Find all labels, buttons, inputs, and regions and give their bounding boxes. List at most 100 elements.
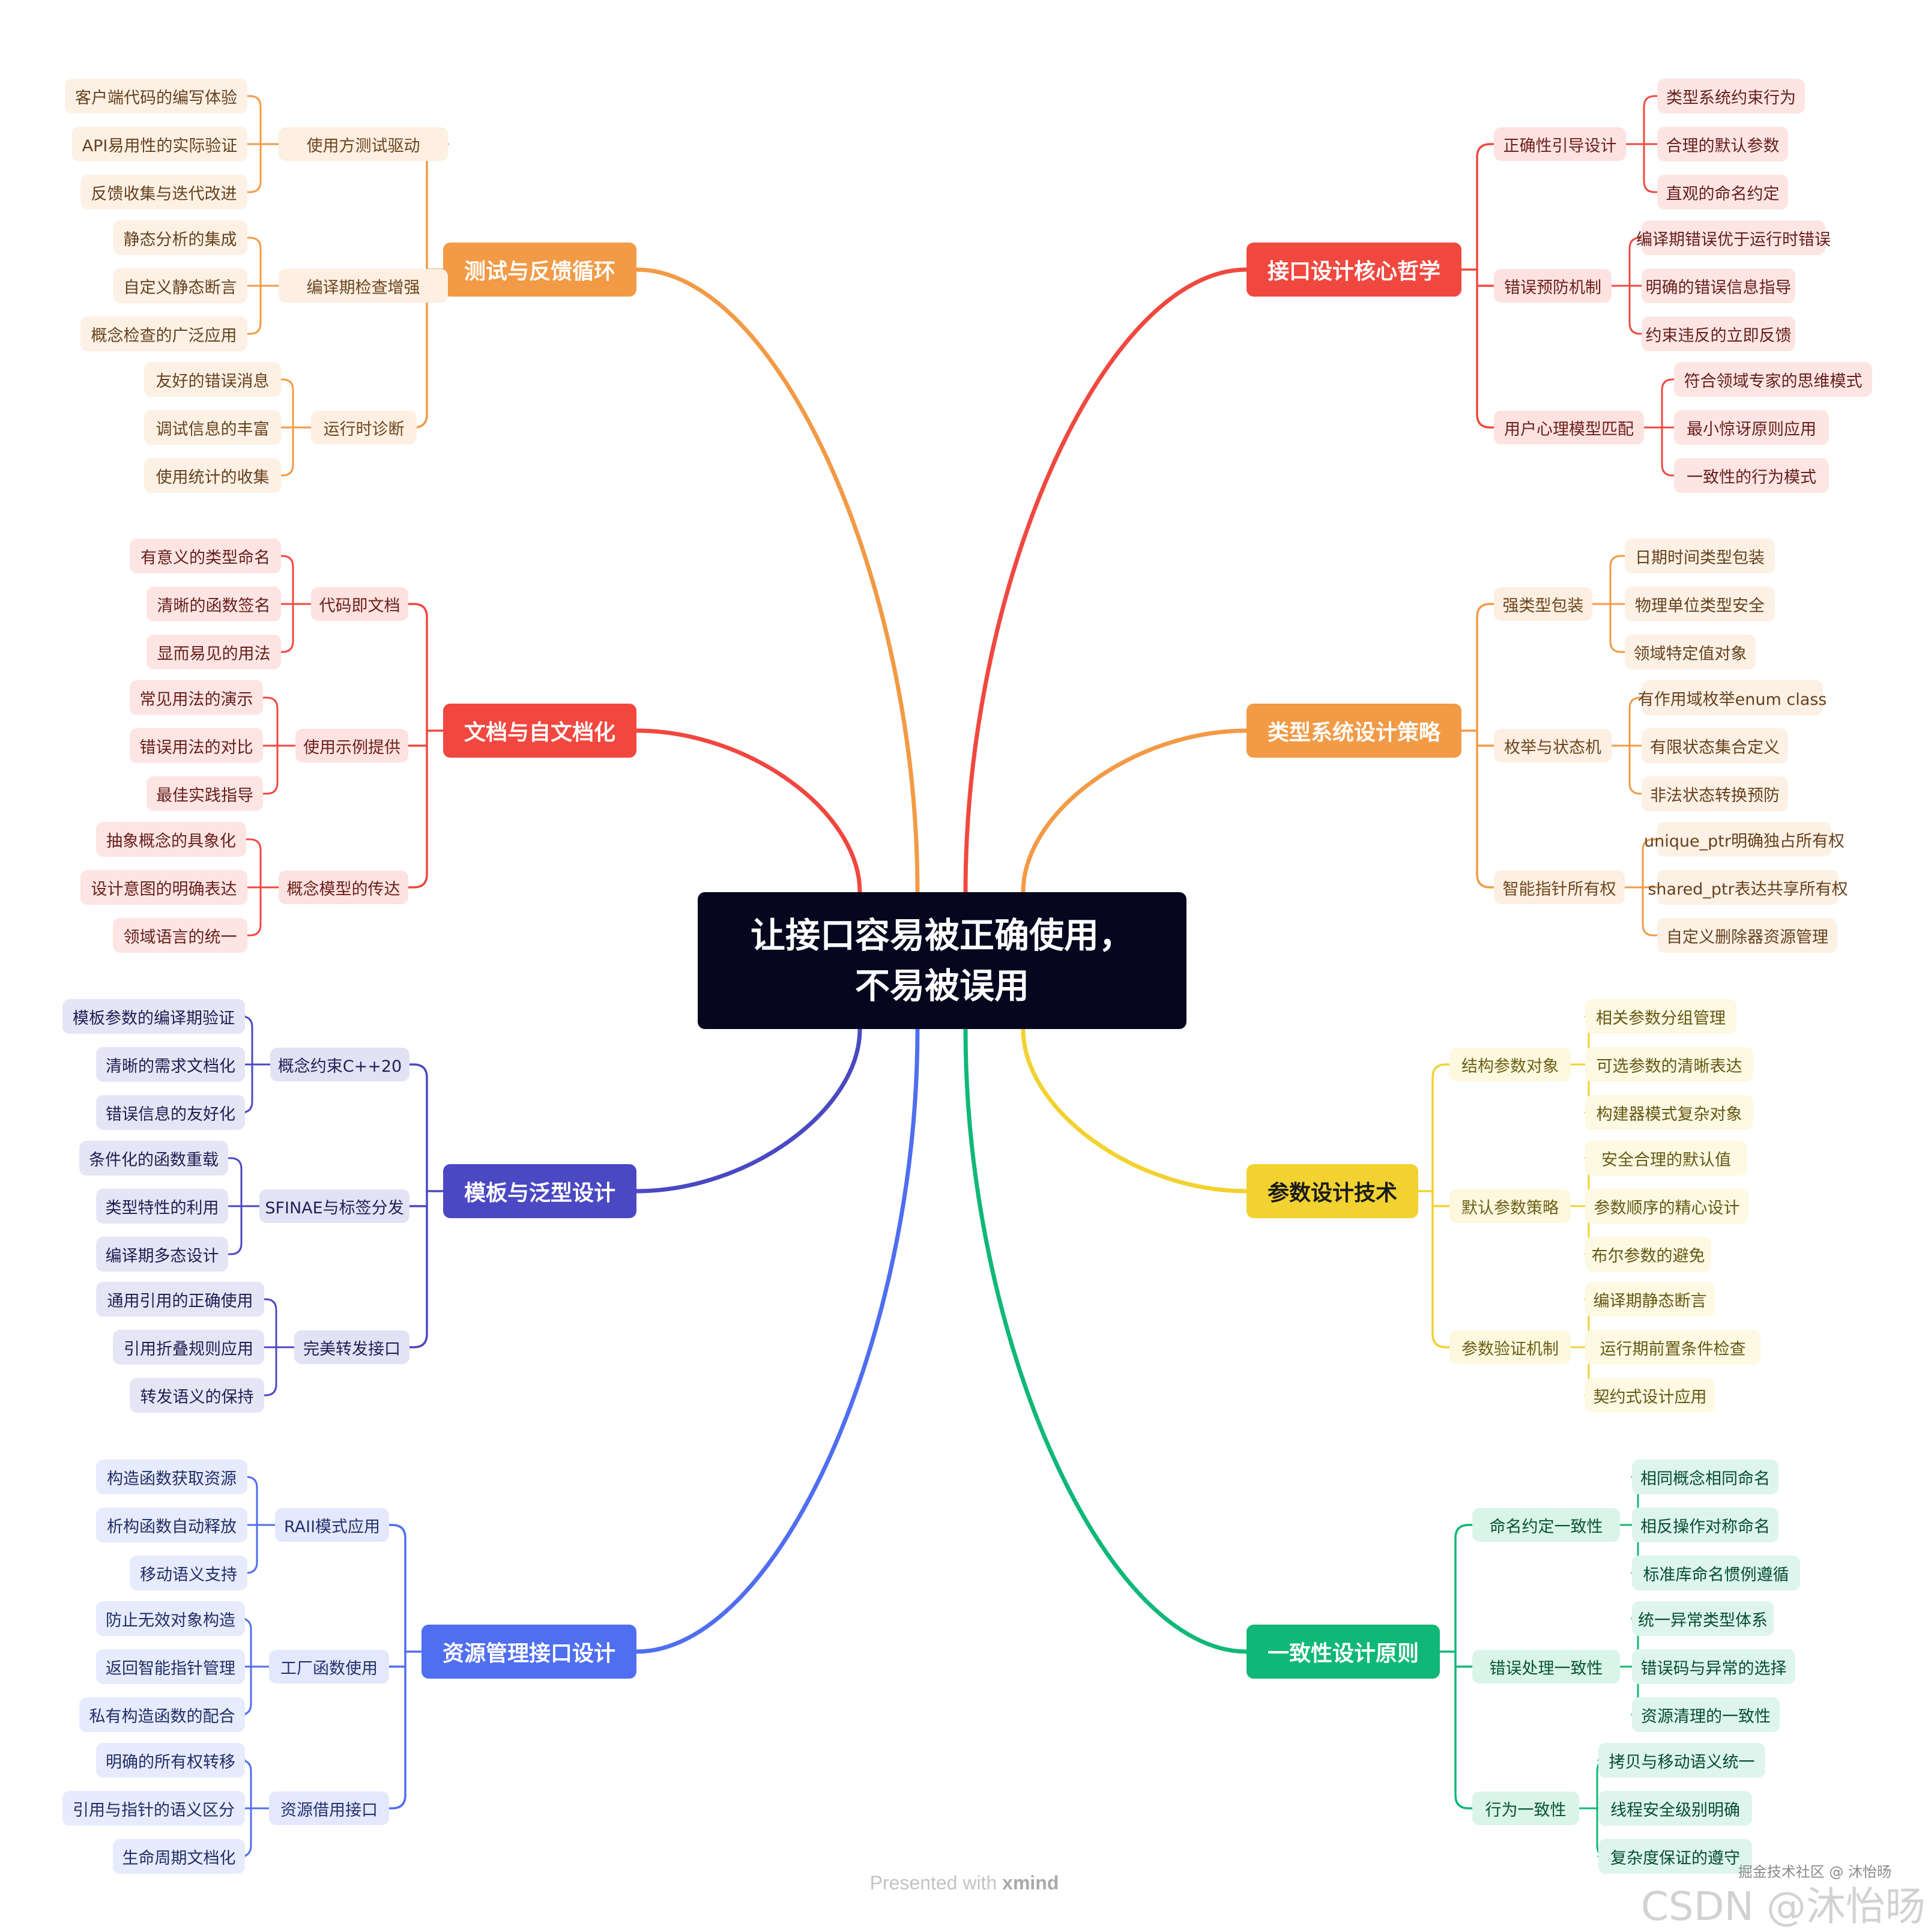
subtopic-b4-2[interactable]: 资源借用接口 (269, 1792, 389, 1825)
leaf-b1-2-1[interactable]: 调试信息的丰富 (144, 410, 281, 445)
subtopic-b8-2[interactable]: 行为一致性 (1472, 1792, 1579, 1825)
leaf-b1-1-2[interactable]: 概念检查的广泛应用 (80, 316, 247, 351)
leaf-b3-0-1[interactable]: 清晰的需求文档化 (96, 1047, 245, 1082)
subtopic-b7-0[interactable]: 结构参数对象 (1449, 1048, 1571, 1081)
subtopic-b5-1[interactable]: 错误预防机制 (1494, 269, 1612, 303)
leaf-b8-0-2[interactable]: 标准库命名惯例遵循 (1632, 1556, 1800, 1590)
leaf-b4-2-1[interactable]: 引用与指针的语义区分 (62, 1791, 245, 1826)
subtopic-b4-0[interactable]: RAII模式应用 (275, 1508, 389, 1542)
subtopic-b4-1[interactable]: 工厂函数使用 (269, 1650, 389, 1683)
leaf-b7-2-0[interactable]: 编译期静态断言 (1585, 1282, 1715, 1317)
leaf-b6-2-1[interactable]: shared_ptr表达共享所有权 (1648, 870, 1848, 905)
leaf-b4-0-0[interactable]: 构造函数获取资源 (96, 1460, 247, 1494)
main-topic-b5[interactable]: 接口设计核心哲学 (1247, 243, 1461, 297)
subtopic-b2-2[interactable]: 概念模型的传达 (279, 871, 408, 904)
subtopic-b6-0[interactable]: 强类型包装 (1494, 587, 1592, 621)
leaf-b7-2-2[interactable]: 契约式设计应用 (1585, 1378, 1715, 1413)
leaf-b1-0-1[interactable]: API易用性的实际验证 (72, 127, 247, 162)
subtopic-b8-0[interactable]: 命名约定一致性 (1472, 1508, 1620, 1542)
subtopic-b8-1[interactable]: 错误处理一致性 (1472, 1650, 1620, 1683)
leaf-b5-1-2[interactable]: 约束违反的立即反馈 (1642, 316, 1795, 351)
leaf-b3-1-0[interactable]: 条件化的函数重载 (79, 1141, 228, 1176)
subtopic-b1-1[interactable]: 编译期检查增强 (279, 269, 448, 303)
leaf-b8-2-2[interactable]: 复杂度保证的遵守 (1598, 1839, 1752, 1874)
subtopic-b2-0[interactable]: 代码即文档 (311, 587, 408, 621)
leaf-b1-1-1[interactable]: 自定义静态断言 (113, 268, 247, 303)
leaf-b3-0-2[interactable]: 错误信息的友好化 (96, 1095, 245, 1130)
subtopic-b7-2[interactable]: 参数验证机制 (1449, 1330, 1571, 1364)
leaf-b4-1-0[interactable]: 防止无效对象构造 (96, 1601, 245, 1636)
main-topic-b6[interactable]: 类型系统设计策略 (1247, 704, 1461, 758)
subtopic-b7-1[interactable]: 默认参数策略 (1449, 1189, 1571, 1223)
subtopic-b2-1[interactable]: 使用示例提供 (295, 729, 408, 762)
main-topic-b1[interactable]: 测试与反馈循环 (443, 243, 636, 297)
leaf-b5-1-0[interactable]: 编译期错误优于运行时错误 (1636, 220, 1831, 255)
leaf-b6-0-2[interactable]: 领域特定值对象 (1625, 635, 1756, 669)
leaf-b7-2-1[interactable]: 运行期前置条件检查 (1585, 1330, 1760, 1365)
leaf-b7-0-2[interactable]: 构建器模式复杂对象 (1585, 1095, 1753, 1130)
leaf-b2-0-2[interactable]: 显而易见的用法 (147, 635, 281, 669)
main-topic-b4[interactable]: 资源管理接口设计 (422, 1625, 636, 1679)
leaf-b2-0-1[interactable]: 清晰的函数签名 (147, 587, 281, 621)
leaf-b8-0-0[interactable]: 相同概念相同命名 (1632, 1460, 1778, 1494)
leaf-b8-2-1[interactable]: 线程安全级别明确 (1598, 1791, 1752, 1826)
leaf-b5-0-1[interactable]: 合理的默认参数 (1657, 127, 1788, 162)
leaf-b7-0-0[interactable]: 相关参数分组管理 (1585, 999, 1736, 1034)
leaf-b8-0-1[interactable]: 相反操作对称命名 (1632, 1508, 1778, 1542)
leaf-b3-0-0[interactable]: 模板参数的编译期验证 (62, 999, 245, 1034)
leaf-b4-2-2[interactable]: 生命周期文档化 (113, 1839, 245, 1874)
leaf-b3-2-1[interactable]: 引用折叠规则应用 (113, 1330, 264, 1365)
main-topic-b2[interactable]: 文档与自文档化 (443, 704, 636, 758)
leaf-b7-1-1[interactable]: 参数顺序的精心设计 (1585, 1189, 1748, 1224)
subtopic-b5-0[interactable]: 正确性引导设计 (1494, 127, 1626, 161)
subtopic-b3-2[interactable]: 完美转发接口 (294, 1330, 409, 1364)
leaf-b8-1-0[interactable]: 统一异常类型体系 (1632, 1601, 1774, 1636)
leaf-b5-2-2[interactable]: 一致性的行为模式 (1674, 458, 1829, 493)
leaf-b5-0-0[interactable]: 类型系统约束行为 (1657, 79, 1805, 113)
leaf-b4-0-2[interactable]: 移动语义支持 (130, 1556, 247, 1590)
subtopic-b1-2[interactable]: 运行时诊断 (311, 411, 417, 444)
main-topic-b3[interactable]: 模板与泛型设计 (443, 1164, 636, 1218)
leaf-b5-0-2[interactable]: 直观的命名约定 (1657, 175, 1788, 210)
leaf-b6-2-0[interactable]: unique_ptr明确独占所有权 (1644, 822, 1845, 857)
leaf-b6-0-1[interactable]: 物理单位类型安全 (1625, 587, 1775, 621)
leaf-b4-1-2[interactable]: 私有构造函数的配合 (79, 1697, 245, 1732)
leaf-b2-1-0[interactable]: 常见用法的演示 (130, 680, 263, 715)
leaf-b4-1-1[interactable]: 返回智能指针管理 (96, 1649, 245, 1684)
leaf-b1-0-2[interactable]: 反馈收集与迭代改进 (80, 175, 247, 210)
leaf-b2-2-0[interactable]: 抽象概念的具象化 (96, 822, 246, 857)
leaf-b6-1-0[interactable]: 有作用域枚举enum class (1638, 680, 1827, 715)
leaf-b3-1-1[interactable]: 类型特性的利用 (96, 1189, 228, 1224)
subtopic-b3-1[interactable]: SFINAE与标签分发 (259, 1189, 409, 1223)
subtopic-b1-0[interactable]: 使用方测试驱动 (279, 127, 448, 161)
leaf-b4-2-0[interactable]: 明确的所有权转移 (96, 1743, 245, 1778)
leaf-b6-0-0[interactable]: 日期时间类型包装 (1625, 539, 1775, 573)
subtopic-b6-2[interactable]: 智能指针所有权 (1494, 871, 1625, 904)
leaf-b2-1-1[interactable]: 错误用法的对比 (130, 728, 263, 763)
leaf-b7-1-0[interactable]: 安全合理的默认值 (1585, 1141, 1747, 1176)
subtopic-b5-2[interactable]: 用户心理模型匹配 (1494, 411, 1644, 444)
leaf-b6-2-2[interactable]: 自定义删除器资源管理 (1657, 918, 1837, 953)
leaf-b1-2-0[interactable]: 友好的错误消息 (144, 362, 281, 397)
leaf-b3-1-2[interactable]: 编译期多态设计 (96, 1237, 228, 1272)
leaf-b1-1-0[interactable]: 静态分析的集成 (113, 220, 247, 255)
subtopic-b3-0[interactable]: 概念约束C++20 (270, 1048, 409, 1081)
leaf-b3-2-0[interactable]: 通用引用的正确使用 (96, 1282, 264, 1317)
leaf-b3-2-2[interactable]: 转发语义的保持 (130, 1378, 264, 1413)
leaf-b2-0-0[interactable]: 有意义的类型命名 (130, 539, 281, 573)
subtopic-b6-1[interactable]: 枚举与状态机 (1494, 729, 1612, 762)
leaf-b2-2-1[interactable]: 设计意图的明确表达 (80, 870, 247, 905)
leaf-b4-0-1[interactable]: 析构函数自动释放 (96, 1508, 247, 1542)
leaf-b5-2-0[interactable]: 符合领域专家的思维模式 (1674, 362, 1872, 397)
leaf-b5-2-1[interactable]: 最小惊讶原则应用 (1674, 410, 1829, 445)
leaf-b6-1-2[interactable]: 非法状态转换预防 (1642, 776, 1788, 811)
main-topic-b7[interactable]: 参数设计技术 (1247, 1164, 1418, 1218)
leaf-b1-2-2[interactable]: 使用统计的收集 (144, 458, 281, 493)
leaf-b6-1-1[interactable]: 有限状态集合定义 (1642, 728, 1788, 763)
leaf-b7-0-1[interactable]: 可选参数的清晰表达 (1585, 1047, 1753, 1082)
leaf-b7-1-2[interactable]: 布尔参数的避免 (1585, 1237, 1711, 1272)
leaf-b1-0-0[interactable]: 客户端代码的编写体验 (65, 79, 247, 113)
leaf-b8-1-2[interactable]: 资源清理的一致性 (1632, 1697, 1780, 1732)
central-topic[interactable]: 让接口容易被正确使用， 不易被误用 (698, 892, 1186, 1029)
leaf-b8-1-1[interactable]: 错误码与异常的选择 (1632, 1649, 1795, 1684)
